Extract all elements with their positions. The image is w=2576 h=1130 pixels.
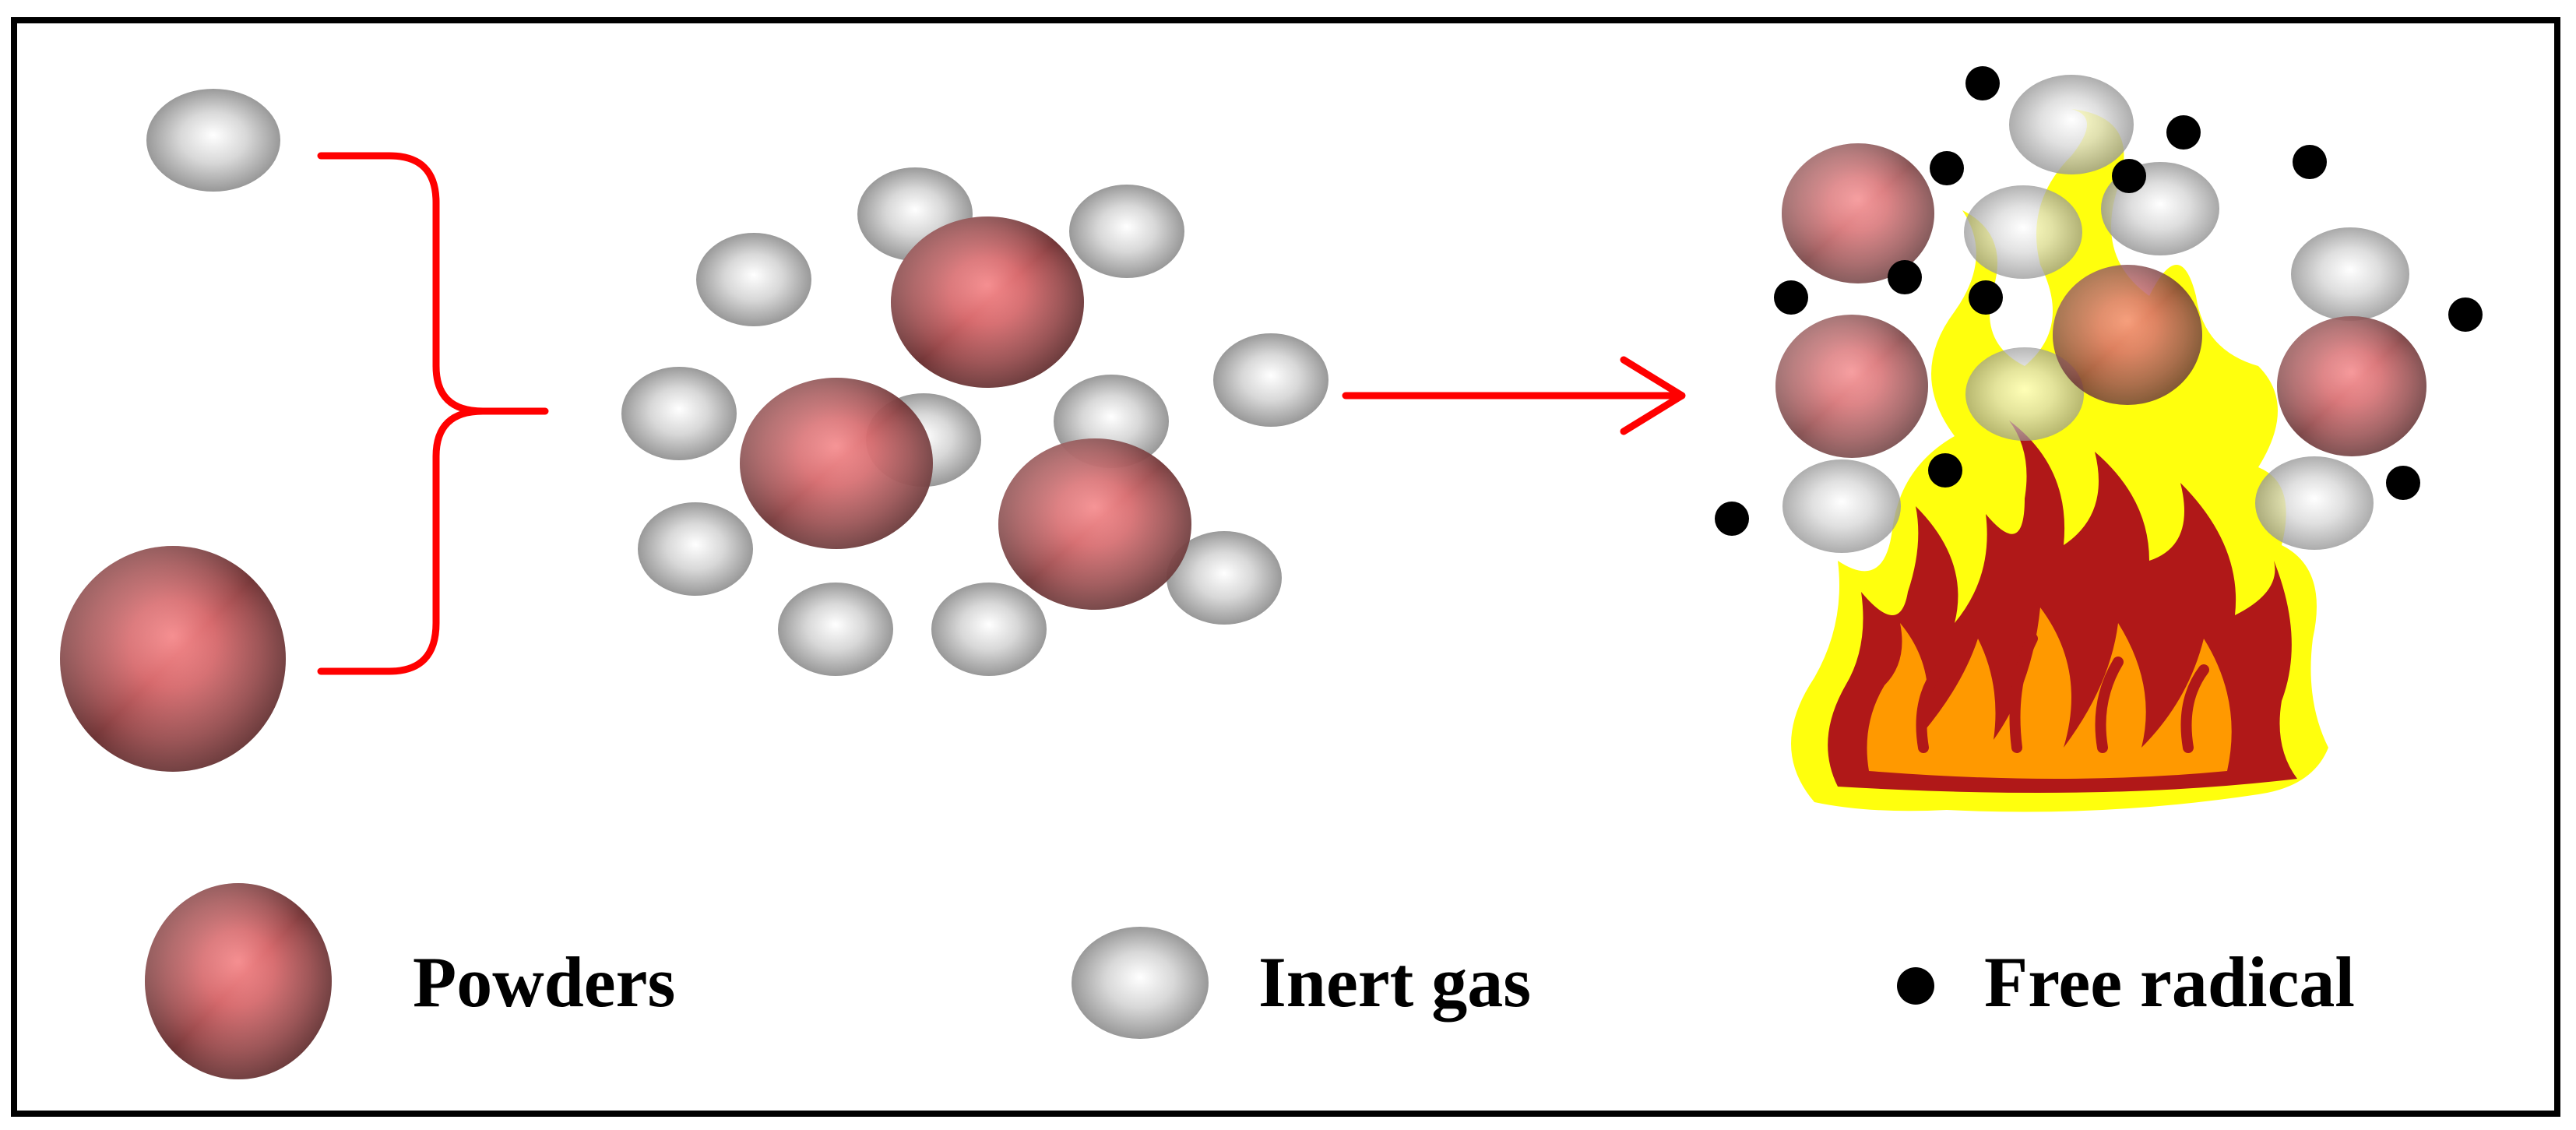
- free-radical-dot: [2386, 466, 2420, 500]
- free-radical-dot: [2166, 115, 2201, 150]
- inert-gas-particle: [1964, 185, 2082, 279]
- powder-particle: [891, 216, 1084, 388]
- inert-gas-particle: [1069, 185, 1184, 278]
- powder-particle: [740, 378, 933, 549]
- free-radical-dot: [1715, 502, 1749, 536]
- inert-gas-particle: [778, 583, 893, 676]
- free-radical-dot: [1774, 280, 1808, 315]
- inert-gas-particle: [1213, 333, 1328, 427]
- curly-brace-icon: [317, 152, 549, 675]
- free-radical-dot: [2112, 159, 2146, 193]
- legend-inert-gas-label: Inert gas: [1258, 942, 1531, 1022]
- right-arrow-icon: [1342, 356, 1686, 435]
- inert-gas-particle: [931, 583, 1047, 676]
- legend-free-radical-icon: [1897, 967, 1934, 1005]
- inert-gas-particle: [1782, 459, 1901, 553]
- legend-powders-icon: [145, 883, 332, 1079]
- free-radical-dot: [1969, 280, 2003, 315]
- powder-particle: [60, 546, 286, 772]
- free-radical-dot: [1888, 260, 1922, 294]
- legend: Powders Inert gas Free radical: [145, 883, 2355, 1079]
- free-radical-dot: [1930, 151, 1964, 185]
- legend-free-radical-label: Free radical: [1984, 942, 2355, 1022]
- inert-gas-particle: [146, 89, 280, 192]
- legend-inert-gas-icon: [1072, 927, 1209, 1039]
- powder-particle: [2277, 316, 2426, 456]
- powder-particle: [1782, 143, 1934, 283]
- powder-particle: [998, 438, 1191, 610]
- inert-gas-particle: [2255, 456, 2374, 550]
- legend-powders-label: Powders: [413, 942, 675, 1022]
- inert-gas-particle: [1167, 531, 1282, 625]
- fire-icon: [1791, 109, 2328, 812]
- combustion-group: [1715, 66, 2483, 812]
- powder-particle: [1775, 315, 1928, 458]
- inert-gas-particle: [696, 233, 811, 326]
- free-radical-dot: [1928, 453, 1962, 488]
- free-radical-dot: [2448, 297, 2483, 332]
- inert-gas-particle: [638, 502, 753, 596]
- free-radical-dot: [2293, 145, 2327, 179]
- free-radical-dot: [1965, 66, 2000, 100]
- inert-gas-particle: [621, 367, 737, 460]
- inert-gas-particle: [2291, 227, 2409, 321]
- mixture-group: [621, 167, 1328, 676]
- left-components-group: [60, 89, 549, 772]
- inert-gas-particle: [2009, 75, 2134, 174]
- inert-gas-particle: [1965, 347, 2084, 441]
- powder-particle: [2053, 265, 2202, 405]
